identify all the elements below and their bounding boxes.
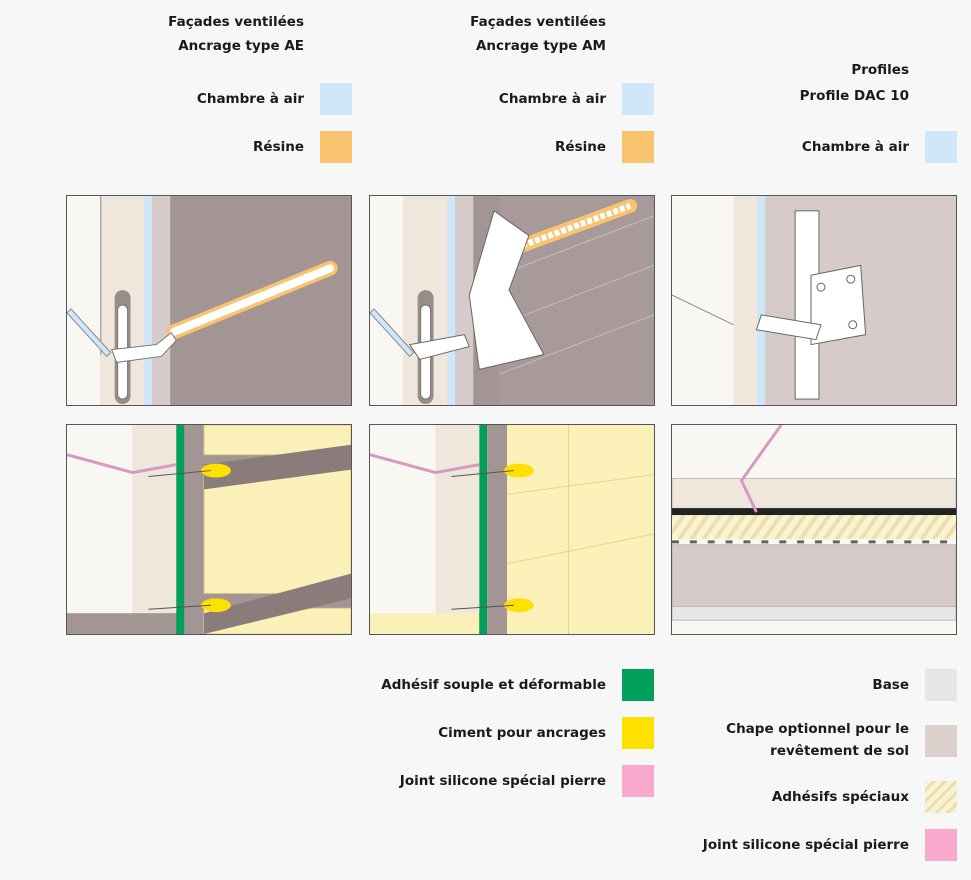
legend-label: Résine [555,139,606,155]
illustration-facade-ae [66,424,352,635]
col2-title: Façades ventilées [470,14,606,30]
col3-title: Profiles [851,62,909,78]
col2-subtitle: Ancrage type AM [475,38,606,54]
illustration-profile-dac10 [671,195,957,406]
legend-label: Adhésifs spéciaux [771,789,909,805]
legend-label: Base [872,677,909,693]
legend-label: Résine [253,139,304,155]
legend-label: Joint silicone spécial pierre [702,837,909,853]
legend-swatch-resin [320,131,352,163]
legend-swatch-base [925,669,957,701]
col1-subtitle: Ancrage type AE [178,38,304,54]
legend-label: Ciment pour ancrages [438,725,606,741]
legend-label: Chape optionnel pour le [726,721,909,737]
legend-swatch-air [320,83,352,115]
illustration-facade-am [369,424,655,635]
legend-swatch-silicone [622,765,654,797]
legend-label: Chambre à air [801,139,909,155]
legend-label: Chambre à air [196,91,304,107]
legend-swatch-special-adhesives [925,781,957,813]
illustration-anchor-ae [66,195,352,406]
legend-swatch-air [925,131,957,163]
legend-swatch-cement [622,717,654,749]
legend-swatch-air [622,83,654,115]
col3-subtitle: Profile DAC 10 [799,88,909,104]
legend-swatch-adhesive [622,669,654,701]
legend-label: Adhésif souple et déformable [381,677,606,693]
legend-swatch-screed [925,725,957,757]
illustration-floor-section [671,424,957,635]
legend-label: revêtement de sol [770,743,909,759]
legend-swatch-resin [622,131,654,163]
legend-label: Chambre à air [498,91,606,107]
legend-label: Joint silicone spécial pierre [399,773,606,789]
col1-title: Façades ventilées [168,14,304,30]
legend-swatch-silicone [925,829,957,861]
illustration-anchor-am [369,195,655,406]
